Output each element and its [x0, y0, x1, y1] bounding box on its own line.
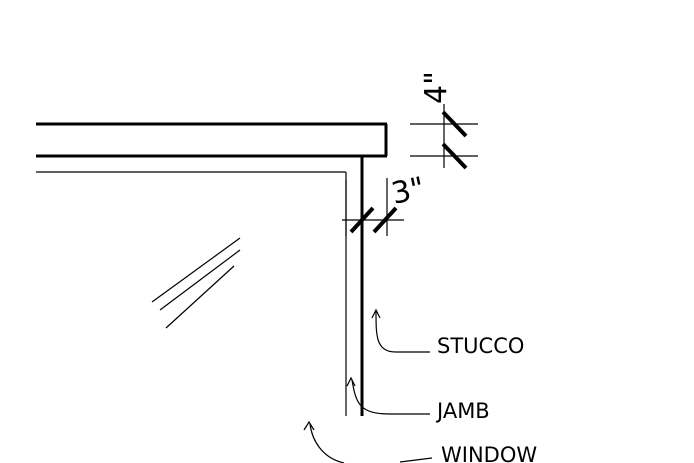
label-stucco: STUCCO	[437, 334, 524, 358]
dimension-horizontal-text-visible: 3"	[388, 171, 427, 212]
label-jamb: JAMB	[435, 399, 490, 423]
dim-tick	[372, 206, 398, 234]
label-window: WINDOW	[441, 443, 537, 463]
glass-hatch	[151, 237, 241, 329]
dimension-vertical	[410, 104, 478, 170]
dim-tick	[441, 142, 468, 170]
dimension-horizontal	[342, 178, 404, 236]
dimension-vertical-text: 4"	[419, 71, 454, 104]
window-frame	[36, 171, 347, 416]
leader-jamb	[346, 376, 430, 415]
dim-tick	[349, 206, 375, 234]
header-lintel	[36, 122, 388, 158]
dim-tick	[441, 110, 468, 138]
leader-window	[303, 420, 433, 463]
leader-stucco	[371, 308, 430, 353]
